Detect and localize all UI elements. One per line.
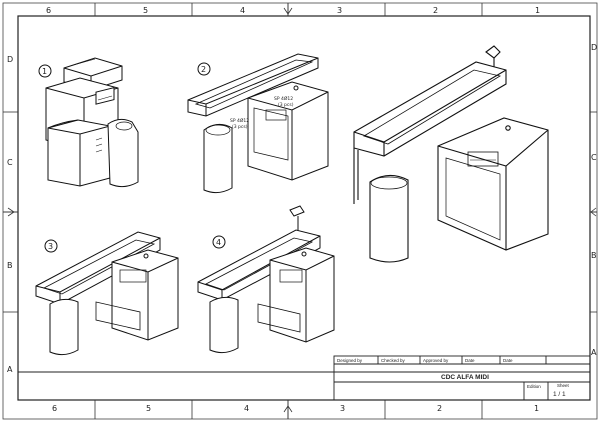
row-label-right: C	[591, 153, 597, 162]
col-label-top: 3	[337, 6, 342, 15]
assembly-view-1: 1	[38, 57, 139, 188]
counter-top	[35, 231, 161, 305]
col-label-bottom: 1	[534, 404, 539, 413]
row-label-left: B	[7, 261, 13, 270]
bolt-hole	[293, 85, 299, 91]
assembly-view-3: 3	[35, 231, 179, 356]
assembly-view-4: 4	[197, 205, 335, 354]
view-3-number-circle	[44, 239, 58, 253]
assembly-view-2: SP 4Ø12 (3 pcs) SP 4Ø12 (3 pcs) 2	[187, 53, 329, 194]
col-label-top: 4	[240, 6, 245, 15]
drawer	[95, 86, 115, 105]
row-label-right: A	[591, 348, 597, 357]
cabinet	[111, 249, 179, 341]
row-label-left: C	[7, 158, 13, 167]
cabinet	[437, 117, 549, 251]
view-number: 2	[201, 65, 206, 74]
view-number: 4	[216, 238, 221, 247]
drawing-title: CDC ALFA MIDI	[441, 374, 489, 381]
pole-clamp	[485, 45, 501, 59]
checked-by-label: Checked by	[381, 358, 406, 363]
counter-top	[197, 229, 321, 301]
callout-screw: SP 4Ø12	[230, 117, 249, 124]
col-label-top: 6	[46, 6, 51, 15]
col-label-top: 1	[535, 6, 540, 15]
col-label-top: 5	[143, 6, 148, 15]
col-label-bottom: 3	[340, 404, 345, 413]
callout-qty: (3 pcs)	[278, 102, 294, 108]
bolt-hole	[505, 125, 511, 131]
sheet-number: 1 / 1	[553, 391, 566, 398]
callout-screw: SP 4Ø12	[274, 95, 293, 102]
row-label-left: A	[7, 365, 13, 374]
column	[369, 174, 409, 263]
view-2-number-circle	[197, 62, 211, 76]
centering-marks	[3, 3, 597, 419]
column	[209, 296, 239, 354]
col-label-bottom: 4	[244, 404, 249, 413]
sheet-label: Sheet	[557, 383, 570, 388]
col-label-bottom: 2	[437, 404, 442, 413]
date-label: Date	[465, 358, 475, 363]
cabinet	[269, 247, 335, 343]
approved-by-label: Approved by	[423, 358, 449, 363]
view-number: 3	[48, 242, 53, 251]
drawing-border	[17, 15, 591, 401]
designed-by-label: Designed by	[337, 358, 363, 363]
callout-qty: (3 pcs)	[232, 124, 248, 130]
bolt-hole	[143, 253, 149, 259]
col-label-bottom: 6	[52, 404, 57, 413]
view-1-number-circle	[38, 64, 52, 78]
round-column	[107, 118, 139, 188]
col-label-bottom: 5	[146, 404, 151, 413]
edition-label: Edition	[527, 384, 541, 389]
view-4-number-circle	[212, 235, 226, 249]
bolt-hole	[301, 251, 307, 257]
row-label-left: D	[7, 55, 13, 64]
pole-clamp	[289, 205, 305, 217]
assembly-main	[353, 45, 549, 263]
date-label: Date	[503, 358, 513, 363]
column	[49, 298, 79, 356]
view-number: 1	[42, 67, 47, 76]
title-block	[18, 355, 591, 401]
row-label-right: D	[591, 43, 597, 52]
row-label-right: B	[591, 251, 597, 260]
col-label-top: 2	[433, 6, 438, 15]
